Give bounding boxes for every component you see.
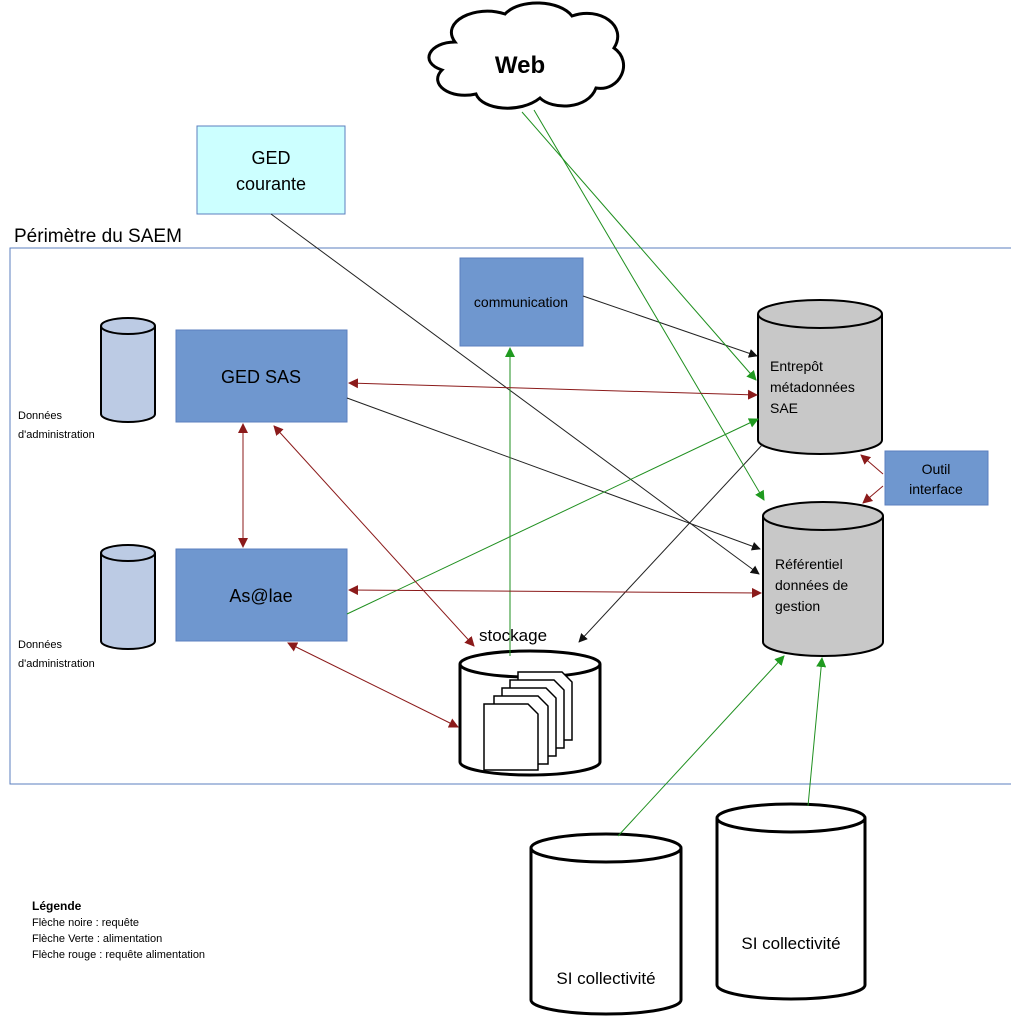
admin-db-2-label-2: d'administration bbox=[18, 658, 95, 670]
perimeter-frame bbox=[9, 247, 1011, 785]
aslae-box: As@lae bbox=[175, 548, 348, 642]
arrow-ged-sas-stockage bbox=[273, 425, 475, 647]
communication-box: communication bbox=[459, 257, 584, 347]
admin-db-1-label-2: d'administration bbox=[18, 429, 95, 441]
arrow-aslae-referentiel bbox=[348, 585, 762, 598]
stockage-label: stockage bbox=[479, 626, 547, 645]
arrow-ged-sas-entrepot bbox=[348, 378, 758, 400]
arrow-si2-to-referentiel bbox=[807, 657, 827, 807]
ged-courante-label-1: GED bbox=[251, 148, 290, 168]
legend-line-1: Flèche noire : requête bbox=[32, 917, 139, 929]
legend-line-3: Flèche rouge : requête alimentation bbox=[32, 949, 205, 961]
red-arrows bbox=[238, 378, 884, 728]
legend: Légende Flèche noire : requête Flèche Ve… bbox=[32, 899, 205, 961]
arrow-outil-to-entrepot bbox=[860, 454, 884, 475]
ged-courante-box: GED courante bbox=[196, 125, 346, 215]
si-1-label: SI collectivité bbox=[556, 969, 655, 988]
outil-label-1: Outil bbox=[922, 461, 951, 477]
arrow-outil-to-referentiel bbox=[862, 485, 884, 504]
aslae-label: As@lae bbox=[229, 586, 292, 606]
referentiel-label-2: données de bbox=[775, 577, 848, 593]
web-label: Web bbox=[495, 52, 545, 79]
referentiel-database: Référentiel données de gestion bbox=[762, 501, 884, 657]
cloud-shape bbox=[427, 1, 625, 110]
referentiel-label-1: Référentiel bbox=[775, 556, 843, 572]
ged-sas-label: GED SAS bbox=[221, 367, 301, 387]
web-cloud: Web bbox=[427, 1, 625, 110]
entrepot-database: Entrepôt métadonnées SAE bbox=[757, 299, 883, 455]
arrow-entrepot-to-stockage bbox=[578, 443, 764, 643]
entrepot-label-2: métadonnées bbox=[770, 379, 855, 395]
legend-title: Légende bbox=[32, 899, 82, 913]
documents-icon bbox=[483, 671, 573, 771]
outil-label-2: interface bbox=[909, 481, 963, 497]
arrow-ged-sas-to-referentiel bbox=[346, 397, 761, 551]
ged-courante-label-2: courante bbox=[236, 174, 306, 194]
arrow-aslae-to-entrepot bbox=[346, 418, 759, 615]
stockage-database: stockage bbox=[458, 626, 602, 777]
entrepot-label-1: Entrepôt bbox=[770, 358, 823, 374]
entrepot-label-3: SAE bbox=[770, 400, 798, 416]
legend-line-2: Flèche Verte : alimentation bbox=[32, 933, 162, 945]
si-2-label: SI collectivité bbox=[741, 934, 840, 953]
perimeter-title: Périmètre du SAEM bbox=[14, 226, 182, 247]
arrow-communication-to-entrepot bbox=[582, 295, 758, 358]
admin-database-1: Données d'administration bbox=[18, 317, 156, 441]
communication-label: communication bbox=[474, 294, 568, 310]
arrow-si1-to-referentiel bbox=[617, 655, 785, 837]
admin-database-2: Données d'administration bbox=[18, 544, 156, 670]
si-collectivite-database-2: SI collectivité bbox=[715, 802, 867, 1001]
arrow-aslae-stockage bbox=[287, 642, 459, 728]
referentiel-label-3: gestion bbox=[775, 598, 820, 614]
outil-interface-box: Outil interface bbox=[884, 450, 989, 506]
admin-db-2-label-1: Données bbox=[18, 639, 63, 651]
admin-db-1-label-1: Données bbox=[18, 410, 63, 422]
arrow-web-to-referentiel bbox=[533, 109, 765, 501]
si-collectivite-database-1: SI collectivité bbox=[529, 832, 683, 1016]
ged-sas-box: GED SAS bbox=[175, 329, 348, 423]
